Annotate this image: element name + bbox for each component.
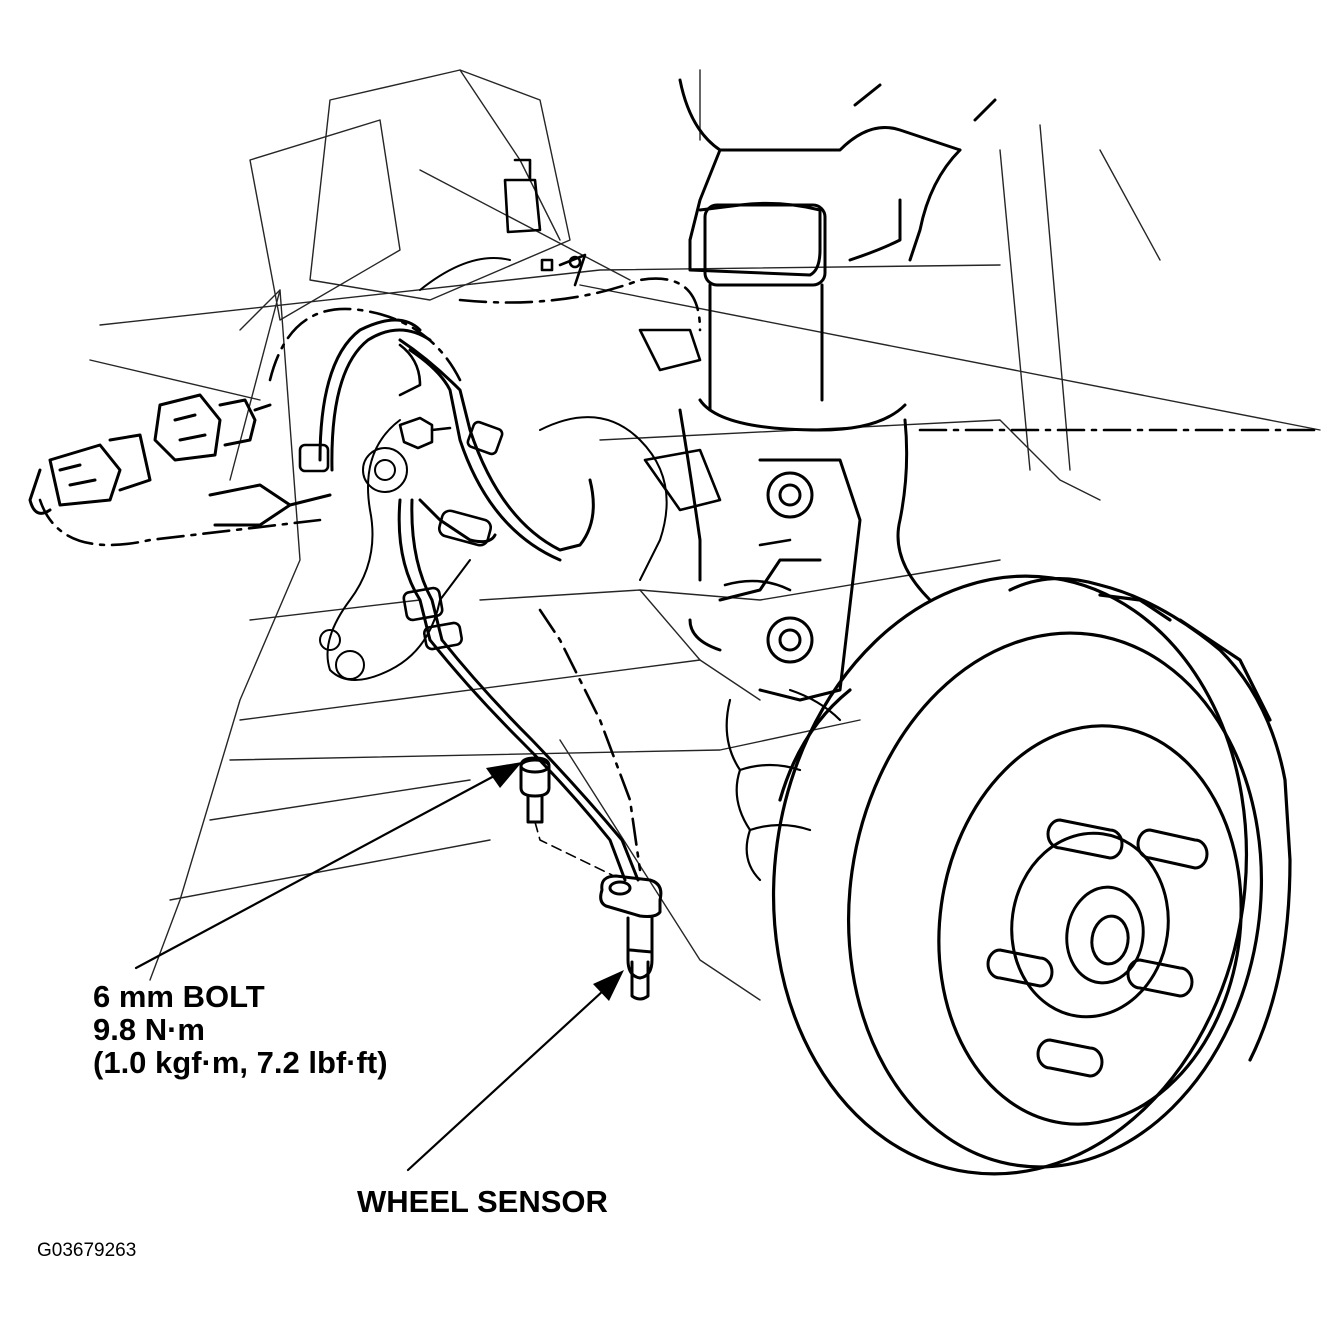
cable-grommets bbox=[298, 343, 504, 651]
bolt-size-label: 6 mm BOLT bbox=[93, 979, 265, 1014]
bolt-alignment-line bbox=[534, 821, 613, 876]
bolt-callout: 6 mm BOLT 9.8 N·m (1.0 kgf·m, 7.2 lbf·ft… bbox=[93, 980, 388, 1079]
harness-routing bbox=[38, 277, 1322, 872]
harness-connectors bbox=[28, 393, 332, 527]
steering-knuckle bbox=[319, 257, 668, 681]
wheel-hub bbox=[1010, 831, 1170, 1019]
strut-assembly bbox=[678, 78, 997, 702]
bolt-torque-imperial: (1.0 kgf·m, 7.2 lbf·ft) bbox=[93, 1045, 388, 1080]
bolt-torque-nm: 9.8 N·m bbox=[93, 1012, 205, 1047]
small-fasteners bbox=[398, 158, 792, 592]
figure-id: G03679263 bbox=[37, 1240, 137, 1261]
brake-disc bbox=[771, 574, 1292, 1176]
sensor-cable bbox=[318, 318, 640, 882]
wheel-sensor-callout: WHEEL SENSOR bbox=[357, 1184, 608, 1219]
arrow-heads bbox=[486, 762, 624, 1001]
wheel-sensor-body bbox=[599, 874, 663, 1001]
leader-arrows bbox=[134, 773, 606, 1172]
wheel-studs bbox=[986, 818, 1209, 1078]
